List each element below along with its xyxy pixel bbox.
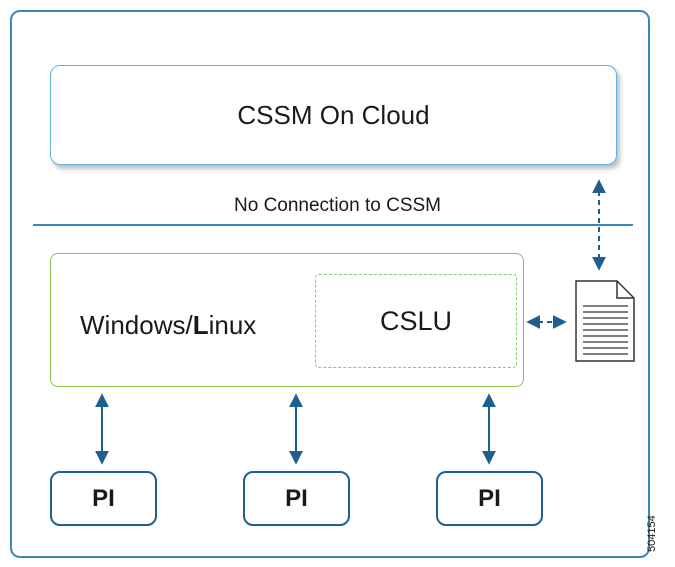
cssm-cloud-box: CSSM On Cloud <box>50 65 617 165</box>
pi-box-2: PI <box>243 471 350 526</box>
windows-linux-host-box <box>50 253 524 387</box>
cslu-label: CSLU <box>379 305 453 336</box>
host-label-prefix: Windows/ <box>80 310 193 340</box>
cslu-box: CSLU <box>315 274 517 368</box>
pi-label-1: PI <box>92 484 115 512</box>
document-icon <box>575 280 635 362</box>
pi-box-3: PI <box>436 471 543 526</box>
pi-box-1: PI <box>50 471 157 526</box>
host-label-suffix: inux <box>208 310 257 340</box>
host-label: Windows/Linux <box>80 310 256 341</box>
pi-label-3: PI <box>478 484 501 512</box>
figure-id-label: 504154 <box>646 515 658 552</box>
no-connection-label: No Connection to CSSM <box>234 195 441 216</box>
connection-divider-line <box>33 224 633 226</box>
diagram-frame <box>10 10 650 558</box>
pi-label-2: PI <box>285 484 308 512</box>
host-label-bold: L <box>192 310 209 340</box>
cssm-cloud-label: CSSM On Cloud <box>237 99 430 130</box>
